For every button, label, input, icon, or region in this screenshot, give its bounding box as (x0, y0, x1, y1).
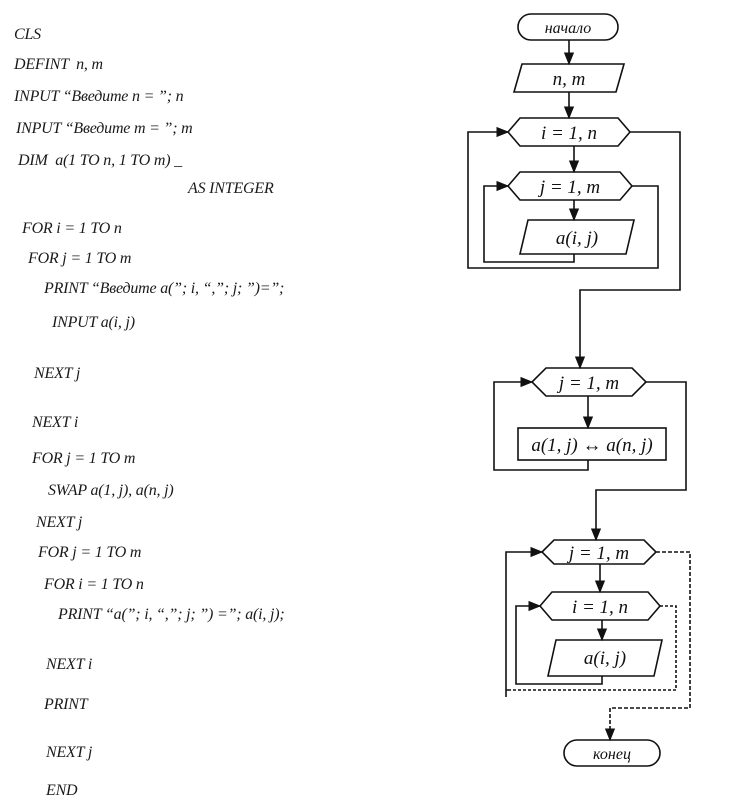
end-terminal (563, 739, 661, 767)
loop2-label: j = 1, m (556, 373, 619, 394)
code-line: PRINT “Введите a(”; i, “,”; j; ”)=”; (44, 280, 285, 297)
code-line: FOR i = 1 TO n (44, 576, 144, 593)
input-cell-parallelogram (518, 219, 636, 255)
code-line: INPUT a(i, j) (52, 314, 135, 331)
input-parallelogram (512, 63, 626, 93)
output-cell-parallelogram (547, 639, 663, 677)
code-line: DIM a(1 TO n, 1 TO m) _ (18, 152, 182, 169)
code-line: INPUT “Введите m = ”; m (16, 120, 193, 137)
end-label: конец (593, 746, 631, 763)
code-line: NEXT i (46, 656, 93, 673)
code-line: PRINT “a(”; i, “,”; j; ”) =”; a(i, j); (58, 606, 285, 623)
code-line: NEXT i (32, 414, 79, 431)
swap-process (517, 427, 667, 461)
loop1-inner-label: j = 1, m (537, 177, 600, 198)
code-line: NEXT j (46, 744, 93, 761)
start-terminal (517, 13, 619, 41)
code-line: FOR j = 1 TO m (38, 544, 142, 561)
code-line: DEFINT n, m (14, 56, 103, 73)
code-line: END (46, 782, 78, 799)
swap-label: a(1, j) ↔ a(n, j) (531, 435, 652, 456)
loop3-inner-label: i = 1, n (572, 597, 628, 618)
code-line: FOR j = 1 TO m (28, 250, 132, 267)
code-line: FOR j = 1 TO m (32, 450, 136, 467)
code-line: NEXT j (36, 514, 83, 531)
input-cell-label: a(i, j) (556, 228, 598, 249)
code-line: CLS (14, 26, 41, 43)
code-line: NEXT j (34, 365, 81, 382)
code-line: AS INTEGER (188, 180, 274, 197)
loop3-outer-label: j = 1, m (566, 543, 629, 564)
loop1-outer-label: i = 1, n (541, 123, 597, 144)
code-line: SWAP a(1, j), a(n, j) (48, 482, 174, 499)
start-label: начало (545, 20, 592, 37)
code-line: INPUT “Введите n = ”; n (14, 88, 184, 105)
input-label: n, m (553, 69, 586, 90)
code-line: FOR i = 1 TO n (22, 220, 122, 237)
code-line: PRINT (44, 696, 88, 713)
output-cell-label: a(i, j) (584, 648, 626, 669)
flowchart: начало n, m i = 1, n j = 1, m a(i, j) j … (467, 13, 691, 767)
qbasic-program: CLS DEFINT n, m INPUT “Введите n = ”; n … (14, 26, 285, 799)
